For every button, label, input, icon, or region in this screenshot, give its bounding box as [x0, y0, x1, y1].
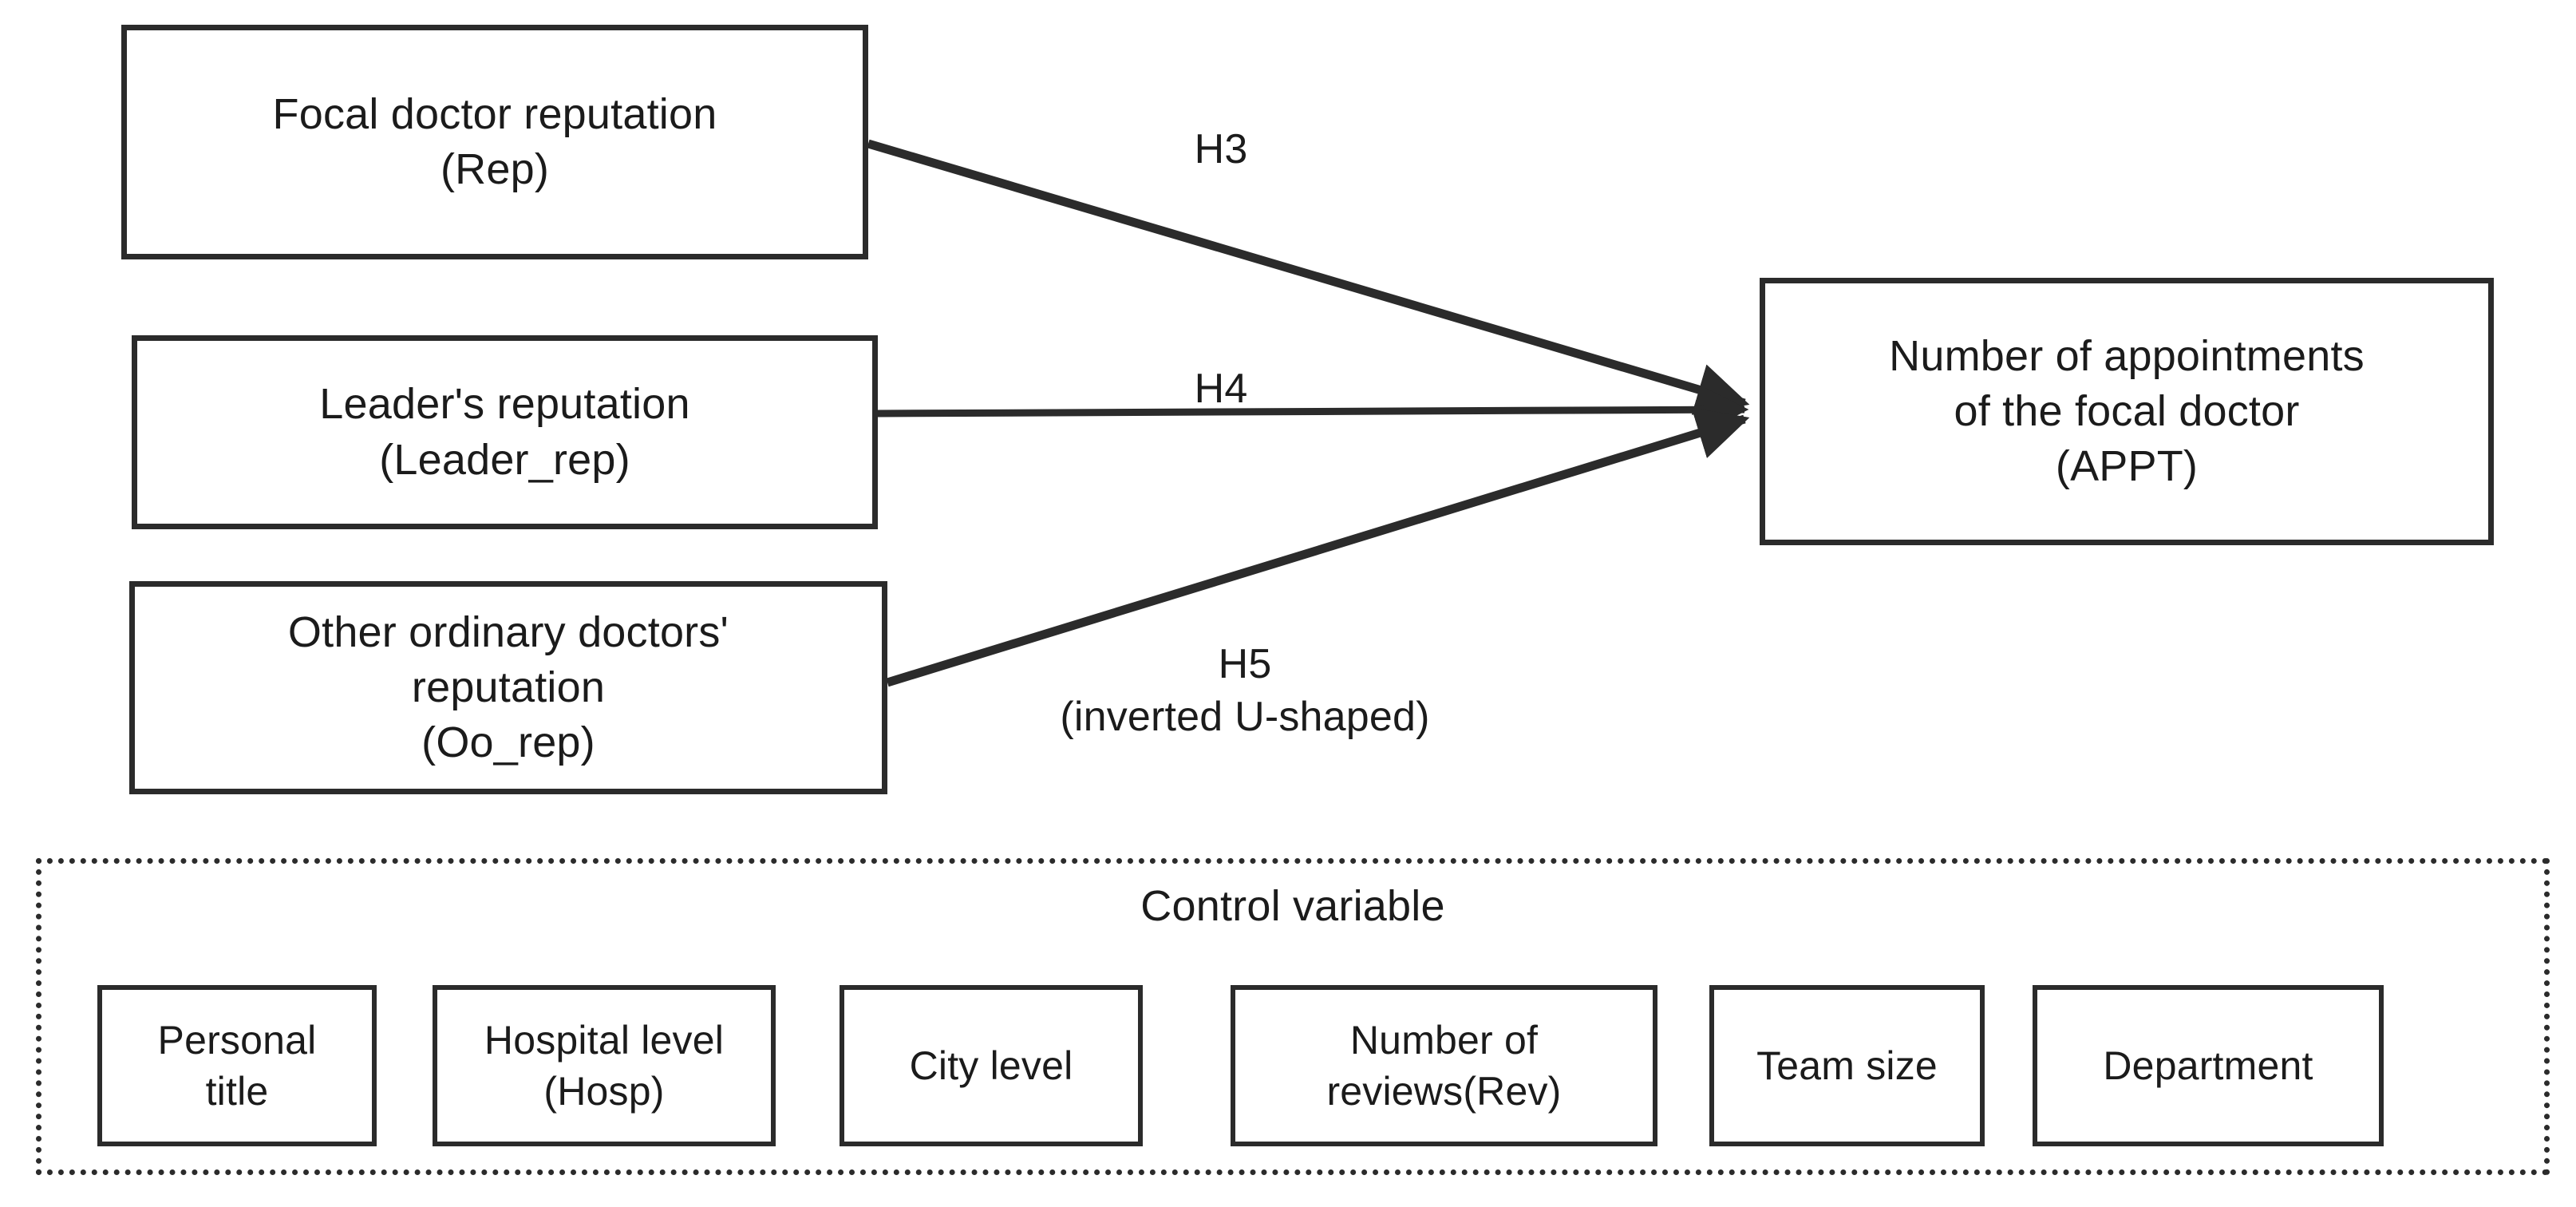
control-item-number-of-reviews[interactable]: Number of reviews(Rev) — [1231, 985, 1657, 1146]
control-item-team-size[interactable]: Team size — [1709, 985, 1985, 1146]
control-item-personal-title[interactable]: Personal title — [97, 985, 377, 1146]
control-item-label: Personal title — [157, 1018, 317, 1114]
control-item-label: Hospital level (Hosp) — [484, 1018, 725, 1114]
control-item-label: Team size — [1756, 1043, 1938, 1088]
control-item-label: Number of reviews(Rev) — [1326, 1018, 1562, 1114]
node-label: Other ordinary doctors' reputation (Oo_r… — [287, 607, 729, 767]
edge-label-h5: H5 (inverted U-shaped) — [1060, 641, 1430, 740]
control-variable-group: Control variable Personal title Hospital… — [36, 858, 2550, 1175]
edge-label-h3: H3 — [1194, 126, 1248, 172]
node-number-of-appointments[interactable]: Number of appointments of the focal doct… — [1760, 278, 2494, 545]
edge-h4 — [877, 388, 1749, 432]
control-item-city-level[interactable]: City level — [840, 985, 1143, 1146]
control-item-label: Department — [2103, 1043, 2313, 1088]
node-focal-doctor-reputation[interactable]: Focal doctor reputation (Rep) — [121, 25, 868, 259]
node-label: Focal doctor reputation (Rep) — [272, 89, 717, 193]
node-label: Leader's reputation (Leader_rep) — [319, 380, 690, 484]
control-item-department[interactable]: Department — [2033, 985, 2384, 1146]
control-item-label: City level — [909, 1043, 1073, 1088]
node-label: Number of appointments of the focal doct… — [1889, 331, 2365, 491]
control-variable-title: Control variable — [1140, 882, 1445, 930]
edge-label-h4: H4 — [1194, 366, 1248, 412]
node-other-ordinary-doctors-reputation[interactable]: Other ordinary doctors' reputation (Oo_r… — [129, 581, 887, 794]
node-leader-reputation[interactable]: Leader's reputation (Leader_rep) — [132, 335, 878, 529]
control-item-hospital-level[interactable]: Hospital level (Hosp) — [433, 985, 776, 1146]
